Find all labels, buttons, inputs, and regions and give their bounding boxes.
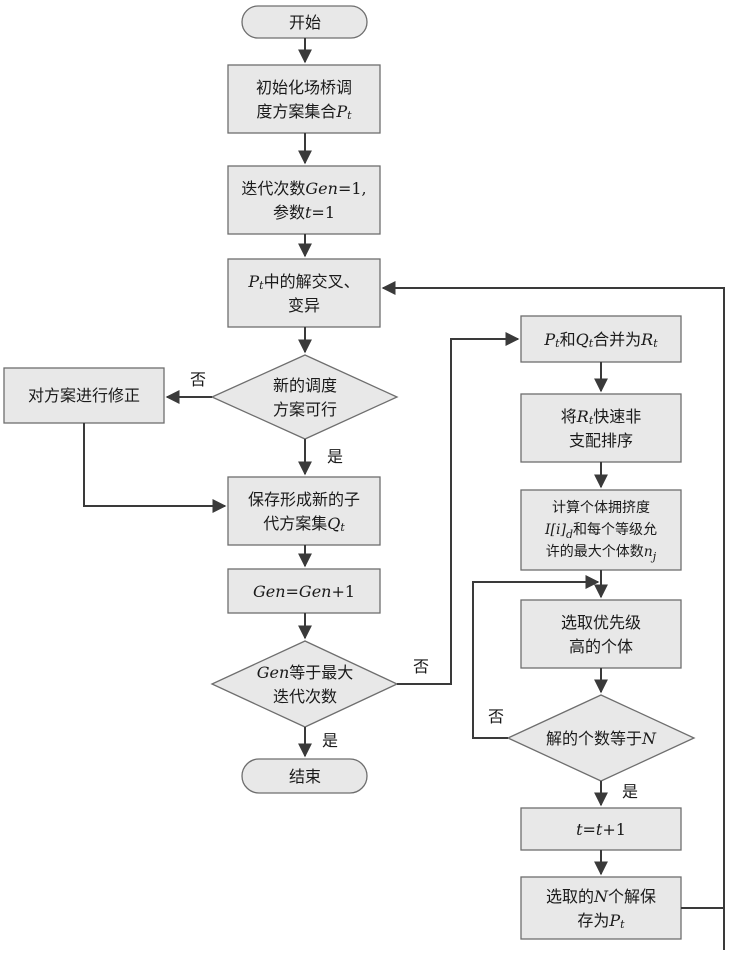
sort-label-line: 将Rt​快速非 — [561, 407, 642, 427]
sort-label-line: 支配排序 — [569, 431, 633, 450]
gen-max-decision: Gen等于最大迭代次数 — [212, 641, 397, 727]
select-label-line: 选取优先级 — [561, 613, 641, 632]
crossover-label-line: Pt​中的解交叉、 — [247, 272, 359, 292]
feasible-decision: 新的调度方案可行 — [212, 355, 397, 439]
save-label-line: 代方案集Qt​ — [263, 514, 345, 534]
params-process: 迭代次数Gen=1, 参数t=1 — [228, 166, 380, 234]
end-label-line: 结束 — [289, 767, 321, 786]
params-label-line: 参数t=1 — [273, 203, 335, 222]
gen-max-label-line: Gen等于最大 — [257, 663, 354, 682]
count-decision: 解的个数等于N — [508, 695, 694, 781]
crowding-label-line: 计算个体拥挤度 — [552, 500, 650, 516]
init-label-line: 初始化场桥调 — [256, 78, 352, 97]
merge-label-line: Pt​和Qt​合并为Rt​ — [543, 330, 658, 350]
t-increment-process: t=t+1 — [521, 808, 681, 850]
arrow-genmax-merge — [397, 339, 518, 684]
gen-increment-label-line: Gen=Gen+1 — [253, 582, 355, 601]
count-label-line: 解的个数等于N — [546, 729, 657, 748]
start-label-line: 开始 — [289, 13, 321, 32]
crowding-label-line: 许的最大个体数nj​ — [546, 544, 657, 563]
store-label-line: 选取的N个解保 — [546, 887, 656, 906]
crowding-label-line: I[i]d​和每个等级允 — [544, 521, 657, 541]
crossover-process: Pt​中的解交叉、变异 — [228, 259, 380, 327]
correct-process: 对方案进行修正 — [4, 368, 164, 423]
merge-process: Pt​和Qt​合并为Rt​ — [521, 316, 681, 362]
store-process: 选取的N个解保存为Pt​ — [521, 877, 681, 939]
gen-increment-process: Gen=Gen+1 — [228, 569, 380, 613]
save-label-line: 保存形成新的子 — [248, 490, 360, 509]
gen-max-no-label: 否 — [413, 657, 429, 676]
feasible-label-line: 方案可行 — [273, 400, 337, 419]
feasible-no-label: 否 — [190, 370, 206, 389]
t-increment-label-line: t=t+1 — [576, 820, 626, 839]
store-label-line: 存为Pt​ — [577, 911, 625, 931]
start-terminal: 开始 — [242, 6, 367, 38]
gen-max-label-line: 迭代次数 — [273, 687, 337, 706]
init-process: 初始化场桥调度方案集合Pt​ — [228, 65, 380, 133]
select-label-line: 高的个体 — [569, 637, 633, 656]
count-yes-label: 是 — [622, 782, 638, 801]
count-no-label: 否 — [488, 707, 504, 726]
params-label-line: 迭代次数Gen=1, — [241, 179, 366, 198]
end-terminal: 结束 — [242, 759, 367, 793]
save-process: 保存形成新的子代方案集Qt​ — [228, 477, 380, 545]
init-label-line: 度方案集合Pt​ — [256, 102, 352, 122]
correct-label-line: 对方案进行修正 — [28, 386, 140, 405]
gen-max-yes-label: 是 — [322, 731, 338, 750]
arrow-correct-save — [84, 423, 225, 506]
select-process: 选取优先级高的个体 — [521, 600, 681, 668]
crowding-process: 计算个体拥挤度 I[i]d​和每个等级允许的最大个体数nj​ — [521, 490, 681, 570]
sort-process: 将Rt​快速非支配排序 — [521, 394, 681, 462]
feasible-yes-label: 是 — [327, 447, 343, 466]
feasible-label-line: 新的调度 — [273, 376, 337, 395]
crossover-label-line: 变异 — [288, 296, 320, 315]
